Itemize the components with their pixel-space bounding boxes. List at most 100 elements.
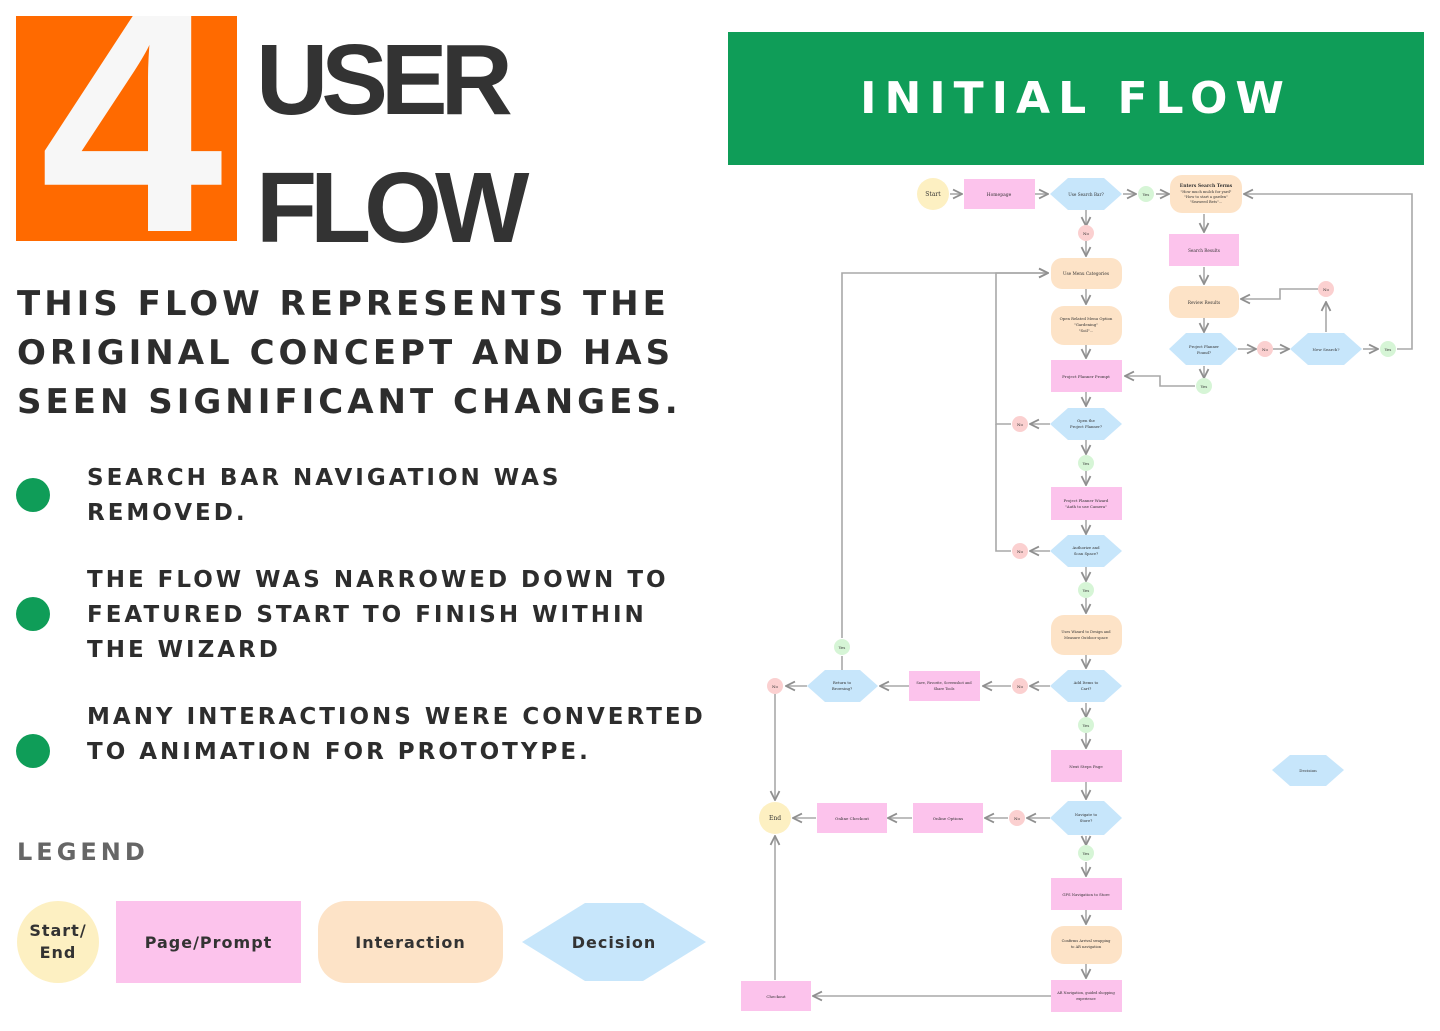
node-review-results-label: Review Results [1188, 300, 1220, 305]
no-planner-found-label: No [1262, 347, 1269, 352]
no-new-search-label: No [1323, 287, 1330, 292]
legend-start-end-line2: End [39, 943, 77, 962]
node-project-planner-prompt-label: Project Planner Prompt [1062, 374, 1110, 379]
no-new-search: No [1318, 281, 1334, 297]
node-project-planner-wizard: Project Planner Wizard "Auth to use Came… [1051, 487, 1122, 520]
no-navigate-label: No [1014, 816, 1021, 821]
node-search-results-label: Search Results [1188, 248, 1220, 253]
node-project-planner-wizard-line1: Project Planner Wizard [1064, 498, 1109, 503]
legend-page-prompt: Page/Prompt [116, 901, 301, 983]
node-gps-navigation-label: GPS Navigation to Store [1062, 892, 1110, 897]
yes-add-items: Yes [1078, 717, 1094, 733]
node-online-checkout-label: Online Checkout [835, 816, 869, 821]
node-confirms-arrival: Confirms Arrival swapping to AR navigati… [1051, 926, 1122, 964]
yes-open-planner-label: Yes [1082, 461, 1090, 466]
yes-return-label: Yes [838, 645, 846, 650]
decision-authorize-scan: Authorize and Scan Space? [1050, 535, 1122, 567]
node-next-steps-page-label: Next Steps Page [1069, 764, 1103, 769]
node-ar-navigation-line2: experience [1076, 997, 1096, 1001]
title-user: USER [256, 24, 513, 136]
node-checkout-label: Checkout [766, 994, 786, 999]
node-end-label: End [769, 815, 781, 822]
bullet-dot-icon [16, 734, 50, 768]
node-start-label: Start [925, 191, 941, 198]
no-end-label: No [772, 684, 779, 689]
node-next-steps-page: Next Steps Page [1051, 750, 1122, 782]
badge-number: 4 [39, 16, 224, 241]
bullet-search-removed: SEARCH BAR NAVIGATION WAS REMOVED. [87, 465, 562, 526]
decision-authorize-scan-line1: Authorize and [1071, 545, 1100, 550]
decision-add-items-to-cart-line2: Cart? [1081, 686, 1092, 691]
decision-use-search-bar-label: Use Search Bar? [1068, 192, 1104, 197]
connectors [775, 194, 1413, 996]
decision-return-to-browsing-line1: Return to [833, 680, 852, 685]
orange-number-badge: 4 [16, 16, 237, 241]
yes-return: Yes [834, 639, 850, 655]
node-project-planner-prompt: Project Planner Prompt [1051, 360, 1122, 392]
decision-return-to-browsing-line2: Browsing? [832, 686, 852, 691]
node-gps-navigation: GPS Navigation to Store [1051, 878, 1122, 910]
node-review-results: Review Results [1169, 286, 1239, 318]
yes-planner-found-label: Yes [1200, 384, 1208, 389]
node-end: End [759, 802, 791, 834]
no-add-items-label: No [1017, 684, 1024, 689]
legend-start-end-line1: Start/ [29, 921, 87, 940]
legend-decision: Decision [571, 932, 657, 952]
node-open-related-menu-line1: Open Related Menu Option [1060, 316, 1113, 321]
node-homepage-label: Homepage [987, 192, 1012, 198]
decision-add-items-to-cart-line1: Add Items to [1073, 680, 1099, 685]
no-search-label: No [1083, 231, 1090, 236]
decision-sample: Decision [1272, 755, 1344, 786]
yes-planner-found: Yes [1196, 378, 1212, 394]
node-confirms-arrival-line1: Confirms Arrival swapping [1062, 939, 1112, 943]
yes-authorize: Yes [1078, 582, 1094, 598]
node-enters-search-terms: Enters Search Terms "How much mulch for … [1170, 175, 1242, 213]
no-search: No [1078, 225, 1094, 241]
title-flow: FLOW [256, 152, 529, 264]
bullet-animations: MANY INTERACTIONS WERE CONVERTED TO ANIM… [87, 704, 706, 765]
no-add-items: No [1012, 678, 1028, 694]
node-use-menu-categories: Use Menu Categories [1051, 258, 1122, 289]
decision-authorize-scan-line2: Scan Space? [1074, 551, 1098, 556]
decision-open-project-planner-line1: Open the [1077, 418, 1095, 423]
decision-project-planner-found-line2: Found? [1197, 350, 1211, 355]
node-online-options-label: Online Options [933, 816, 963, 821]
decision-navigate-to-store-line2: Store? [1080, 818, 1093, 823]
yes-new-search: Yes [1380, 341, 1396, 357]
no-open-planner-label: No [1017, 422, 1024, 427]
legend-start-end: Start/ End [17, 901, 99, 983]
banner-title: INITIAL FLOW [860, 73, 1292, 124]
node-save-favorite: Save, Favorite, Screenshot and Share Too… [909, 671, 980, 701]
node-ar-navigation-line1: AR Navigation, guided shopping [1056, 991, 1115, 995]
node-online-checkout: Online Checkout [817, 803, 887, 833]
decision-use-search-bar: Use Search Bar? [1050, 178, 1122, 210]
node-start: Start [917, 178, 949, 210]
yes-authorize-label: Yes [1082, 588, 1090, 593]
decision-new-search: New Search? [1290, 333, 1362, 365]
node-save-favorite-line1: Save, Favorite, Screenshot and [916, 681, 972, 685]
bullet-dot-icon [16, 597, 50, 631]
no-planner-found: No [1257, 341, 1273, 357]
decision-add-items-to-cart: Add Items to Cart? [1050, 670, 1122, 702]
decision-new-search-label: New Search? [1313, 347, 1340, 352]
decision-navigate-to-store-line1: Navigate to [1075, 812, 1098, 817]
no-navigate: No [1009, 810, 1025, 826]
node-enters-search-terms-line3: "How to start a garden" [1184, 195, 1228, 199]
node-use-menu-categories-label: Use Menu Categories [1063, 271, 1109, 276]
node-uses-wizard: Uses Wizard to Design and Measure Outdoo… [1051, 615, 1122, 655]
legend-title: LEGEND [17, 838, 149, 866]
yes-search: Yes [1138, 186, 1154, 202]
no-open-planner: No [1012, 416, 1028, 432]
decision-sample-label: Decision [1299, 768, 1317, 773]
legend-interaction: Interaction [318, 901, 503, 983]
no-end: No [767, 678, 783, 694]
decision-navigate-to-store: Navigate to Store? [1050, 801, 1122, 835]
decision-return-to-browsing: Return to Browsing? [807, 670, 878, 702]
node-homepage: Homepage [964, 179, 1035, 209]
yes-new-search-label: Yes [1384, 347, 1392, 352]
node-uses-wizard-line1: Uses Wizard to Design and [1061, 630, 1111, 634]
node-enters-search-terms-line1: Enters Search Terms [1180, 183, 1233, 189]
flow-description: THIS FLOW REPRESENTS THE ORIGINAL CONCEP… [17, 284, 682, 422]
node-checkout: Checkout [741, 981, 811, 1011]
